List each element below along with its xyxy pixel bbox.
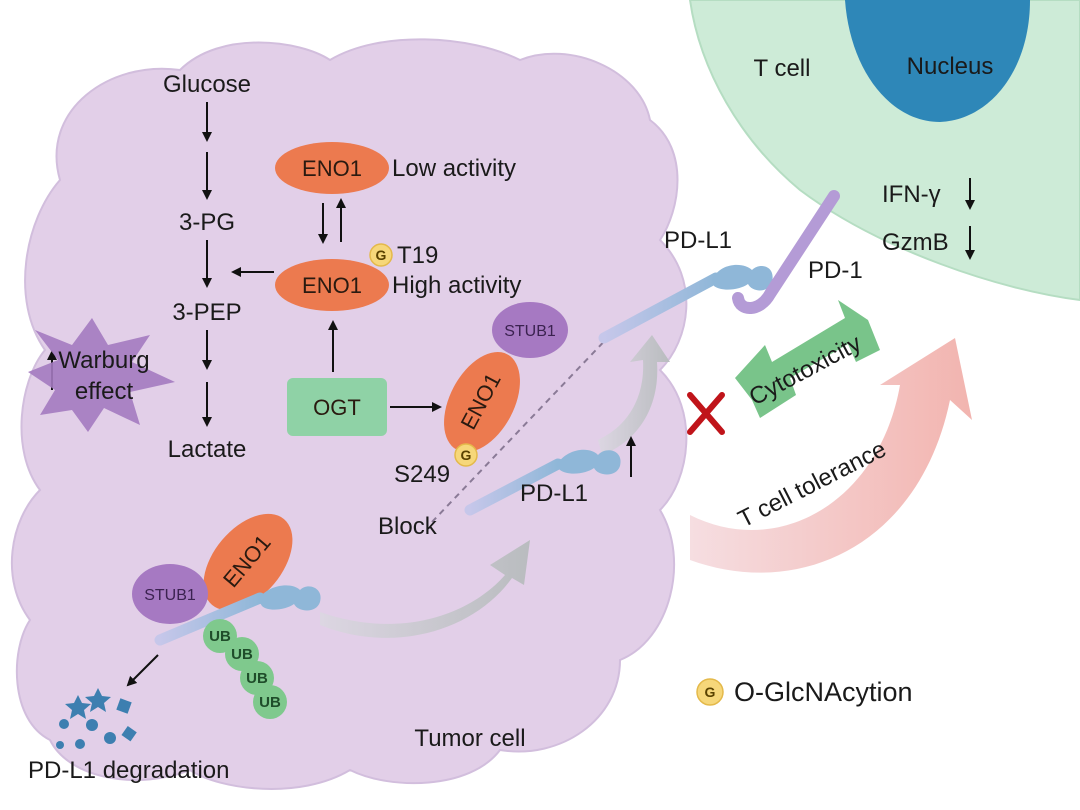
t19-label: T19 [397,242,438,269]
g-marker-s249 [454,443,478,467]
g-marker-s249-text: G [461,447,472,463]
warburg-label-line2: effect [75,378,134,405]
eno1-high-node [275,259,389,311]
block-x-mark [687,392,725,435]
warburg-starburst [28,318,175,432]
t-cell-tolerance-arrow [690,338,972,573]
pdl1-lower-head [258,585,321,611]
stub1-lower-label: STUB1 [144,587,196,604]
eno1-lower-node [203,513,293,611]
pdl1-mid-label: PD-L1 [520,480,588,507]
g-marker-t19 [369,243,393,267]
g-marker-t19-text: G [376,247,387,263]
warburg-label-line1: Warburg [58,347,149,374]
lactate-label: Lactate [168,436,247,463]
tumor-cell-label: Tumor cell [414,725,525,752]
pdl1-lower-stalk [154,592,266,646]
degradation-fragments [56,688,137,749]
pdl1-membrane-head [712,264,773,291]
nucleus-label: Nucleus [907,53,994,80]
ub-label-3: UB [246,670,268,687]
ub-label-2: UB [231,646,253,663]
glucose-label: Glucose [163,71,251,98]
stub1-lower-node [132,564,208,624]
trafficking-arrow-lower [320,540,530,638]
pdl1-membrane-stalk [598,272,722,344]
pdl1-mid-stalk [464,458,564,516]
ub-label-1: UB [209,628,231,645]
ogt-node [287,378,387,436]
ub-node-4 [253,685,287,719]
arrow-to-degradation [126,654,159,687]
eno1-s249-node [444,352,520,452]
s249-label: S249 [394,461,450,488]
pdl1-mid-head [556,449,621,475]
legend-g-marker [696,678,724,706]
ogt-label: OGT [313,395,361,420]
block-label: Block [378,513,438,540]
gzmb-label: GzmB [882,229,949,256]
degradation-label: PD-L1 degradation [28,757,229,784]
pep-label: 3-PEP [172,299,241,326]
ub-chain: UB UB UB UB [203,619,287,719]
pdl1-membrane-label: PD-L1 [664,227,732,254]
pd1-label: PD-1 [808,257,863,284]
block-dashed-line [431,329,616,523]
nucleus-shape [845,0,1030,122]
t-cell-label: T cell [754,55,811,82]
high-activity-label: High activity [392,272,521,299]
stub1-upper-label: STUB1 [504,323,556,340]
legend-g-marker-text: G [705,684,716,700]
low-activity-label: Low activity [392,155,516,182]
ub-label-4: UB [259,694,281,711]
stub1-upper-node [492,302,568,358]
trafficking-arrow-upper [598,335,670,455]
eno1-low-label: ENO1 [302,156,362,181]
ifn-label: IFN-γ [882,181,941,208]
pd1-receptor [732,190,840,314]
cytotoxicity-bolt [735,300,880,418]
pg-label: 3-PG [179,209,235,236]
eno1-high-label: ENO1 [302,273,362,298]
legend-g-label: O-GlcNAcytion [734,677,913,707]
eno1-low-node [275,142,389,194]
